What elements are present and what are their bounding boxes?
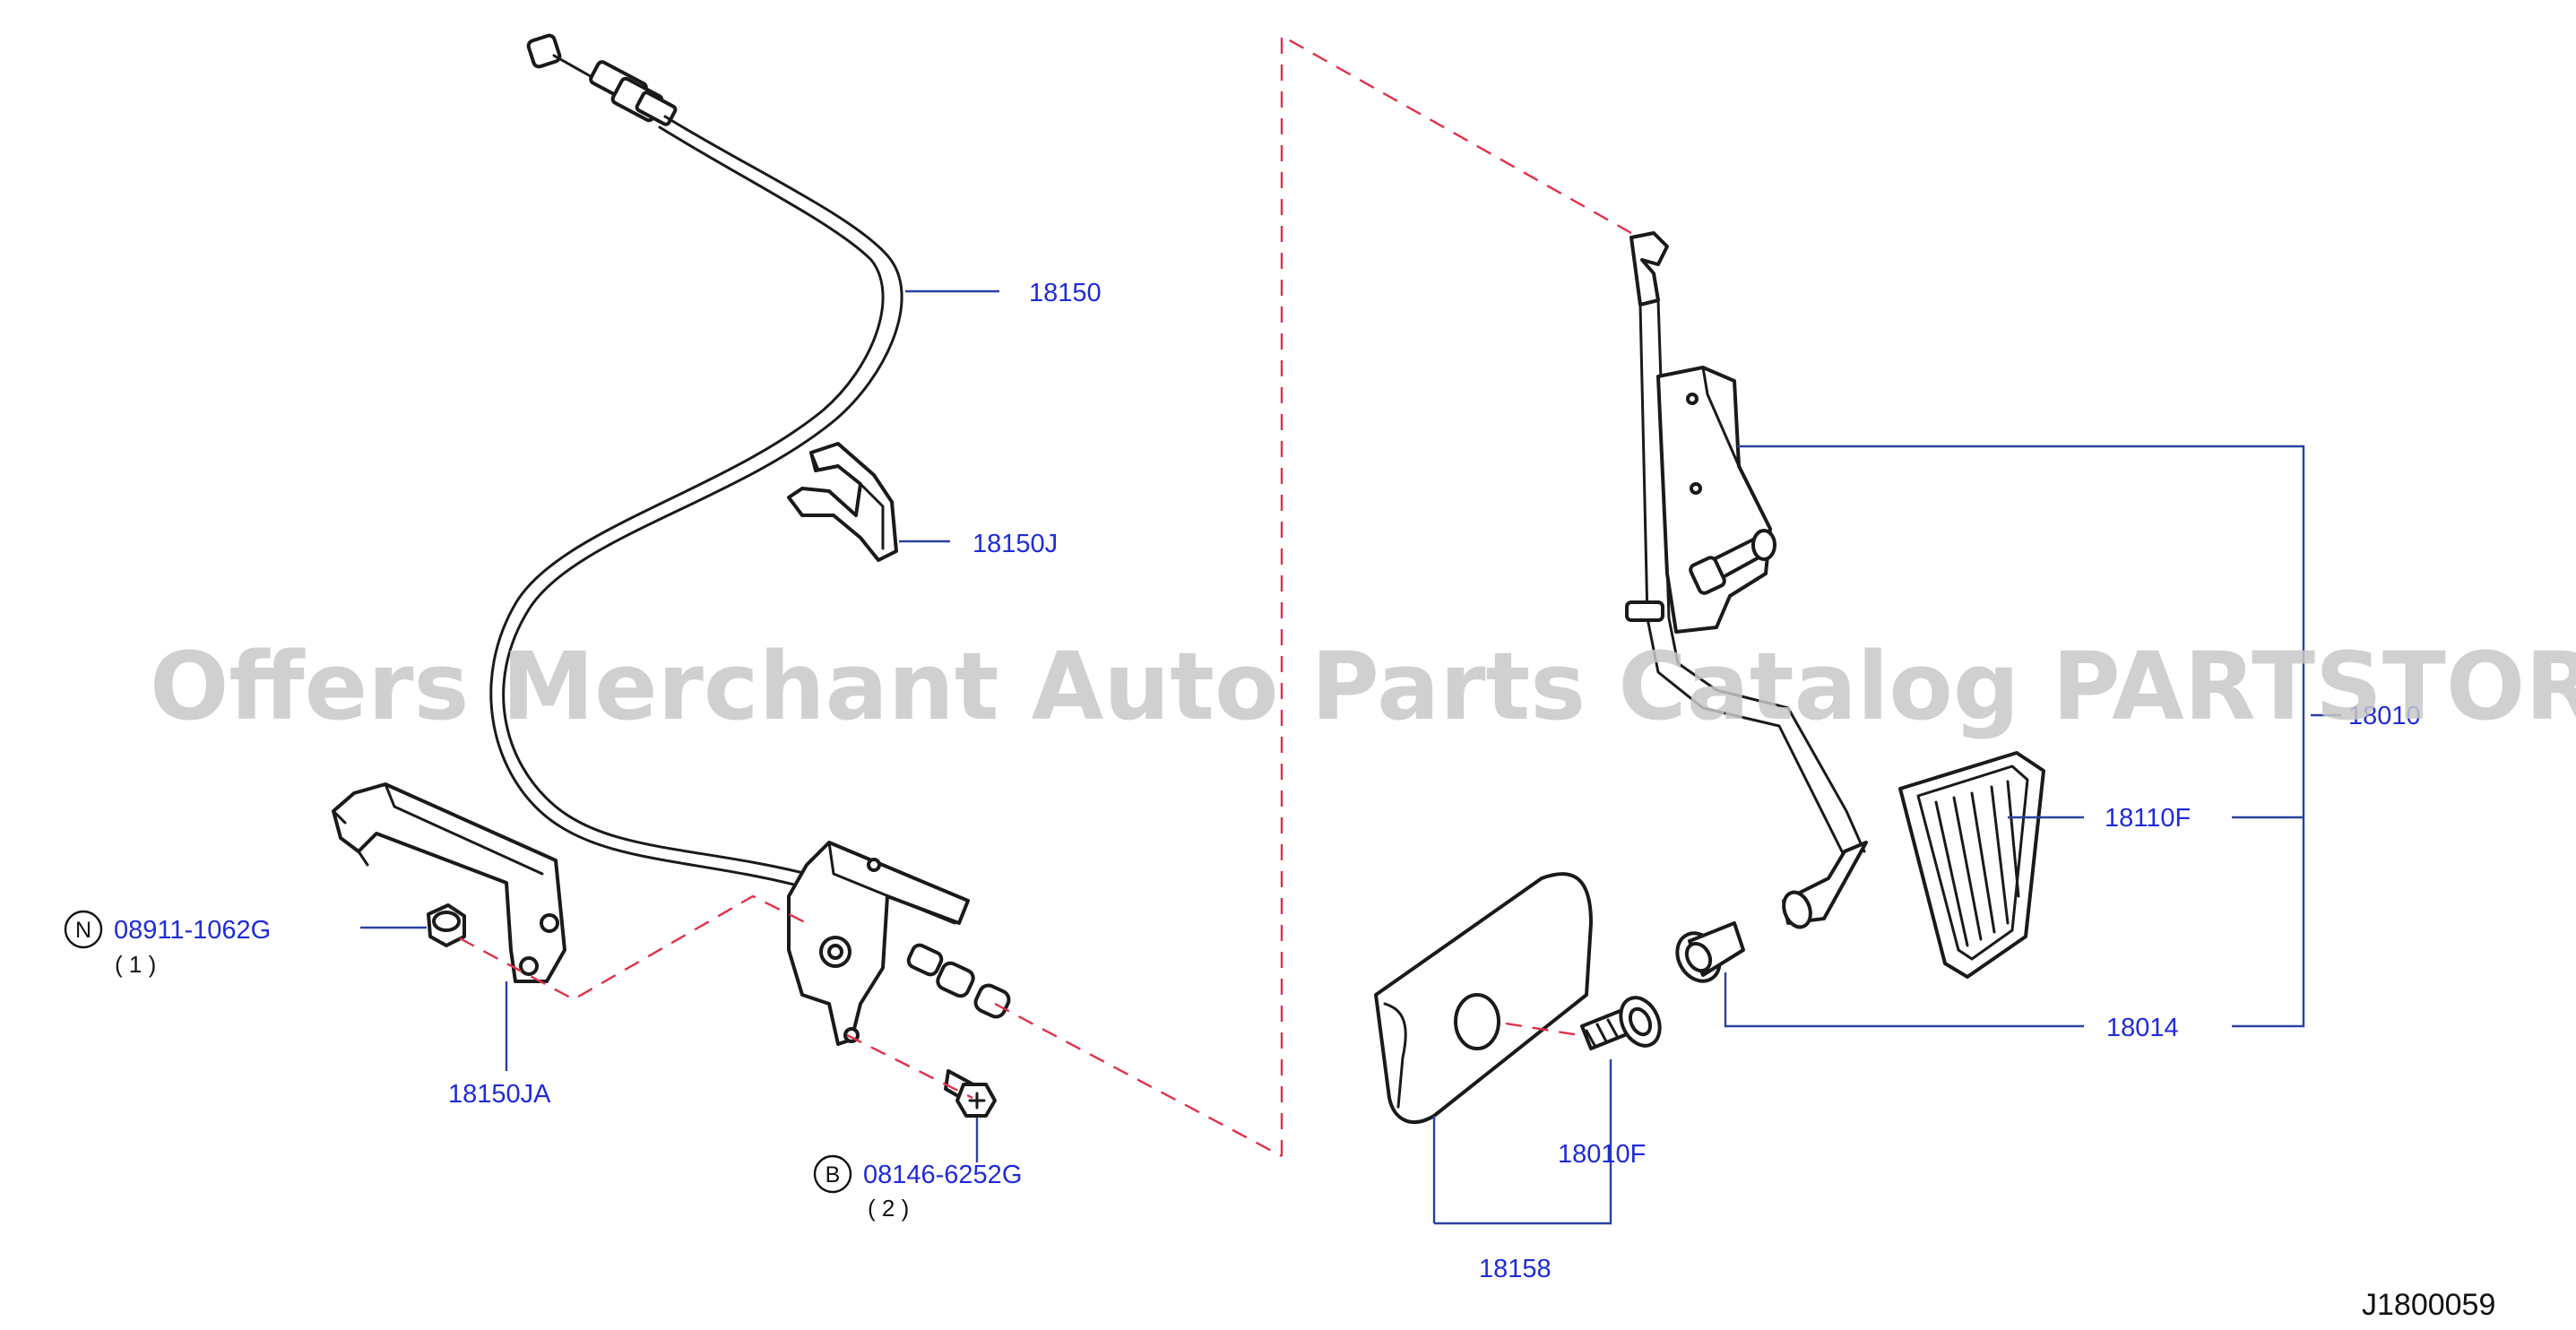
nut-part-number: 08911-1062G bbox=[114, 916, 271, 945]
phantom-line bbox=[994, 1002, 1283, 1158]
bolt-prefix: B bbox=[826, 1162, 841, 1188]
callout-18150: 18150 bbox=[1029, 279, 1102, 307]
accelerator-cable bbox=[489, 33, 903, 896]
accelerator-pedal-assembly bbox=[1625, 231, 1868, 929]
flange-nut bbox=[360, 903, 466, 947]
pedal-pad bbox=[1898, 751, 2084, 979]
phantom-line bbox=[846, 1033, 973, 1100]
bolt bbox=[944, 1069, 997, 1162]
pedal-bushing bbox=[1675, 921, 2084, 1028]
stopper-pad bbox=[1374, 872, 1612, 1225]
cable-mount-bracket bbox=[787, 841, 970, 1046]
cable-bushings bbox=[906, 943, 1011, 1019]
cable-bracket bbox=[332, 782, 566, 983]
callout-18150J: 18150J bbox=[972, 530, 1058, 558]
callout-bolt: B 08146-6252G ( 2 ) bbox=[813, 1154, 1022, 1222]
callout-18110F: 18110F bbox=[2105, 804, 2191, 833]
phantom-line bbox=[459, 894, 808, 1001]
bolt-quantity: ( 2 ) bbox=[868, 1195, 909, 1222]
bolt-part-number: 08146-6252G bbox=[863, 1161, 1022, 1189]
watermark: Offers Merchant Auto Parts Catalog PARTS… bbox=[150, 632, 2576, 741]
callout-18010F: 18010F bbox=[1558, 1140, 1646, 1169]
callout-18158: 18158 bbox=[1479, 1255, 1552, 1283]
diagram-code: J1800059 bbox=[2362, 1288, 2495, 1322]
callout-18014: 18014 bbox=[2106, 1014, 2179, 1042]
callout-18010: 18010 bbox=[2348, 702, 2421, 730]
nut-quantity: ( 1 ) bbox=[115, 951, 156, 978]
cable-clamp bbox=[787, 442, 950, 562]
callout-nut: N 08911-1062G ( 1 ) bbox=[64, 910, 271, 978]
nut-prefix: N bbox=[75, 918, 91, 943]
pedal-stopper-bolt bbox=[1505, 996, 1662, 1050]
callout-18150JA: 18150JA bbox=[448, 1080, 551, 1109]
leader-18010-bracket bbox=[1737, 445, 2341, 1028]
